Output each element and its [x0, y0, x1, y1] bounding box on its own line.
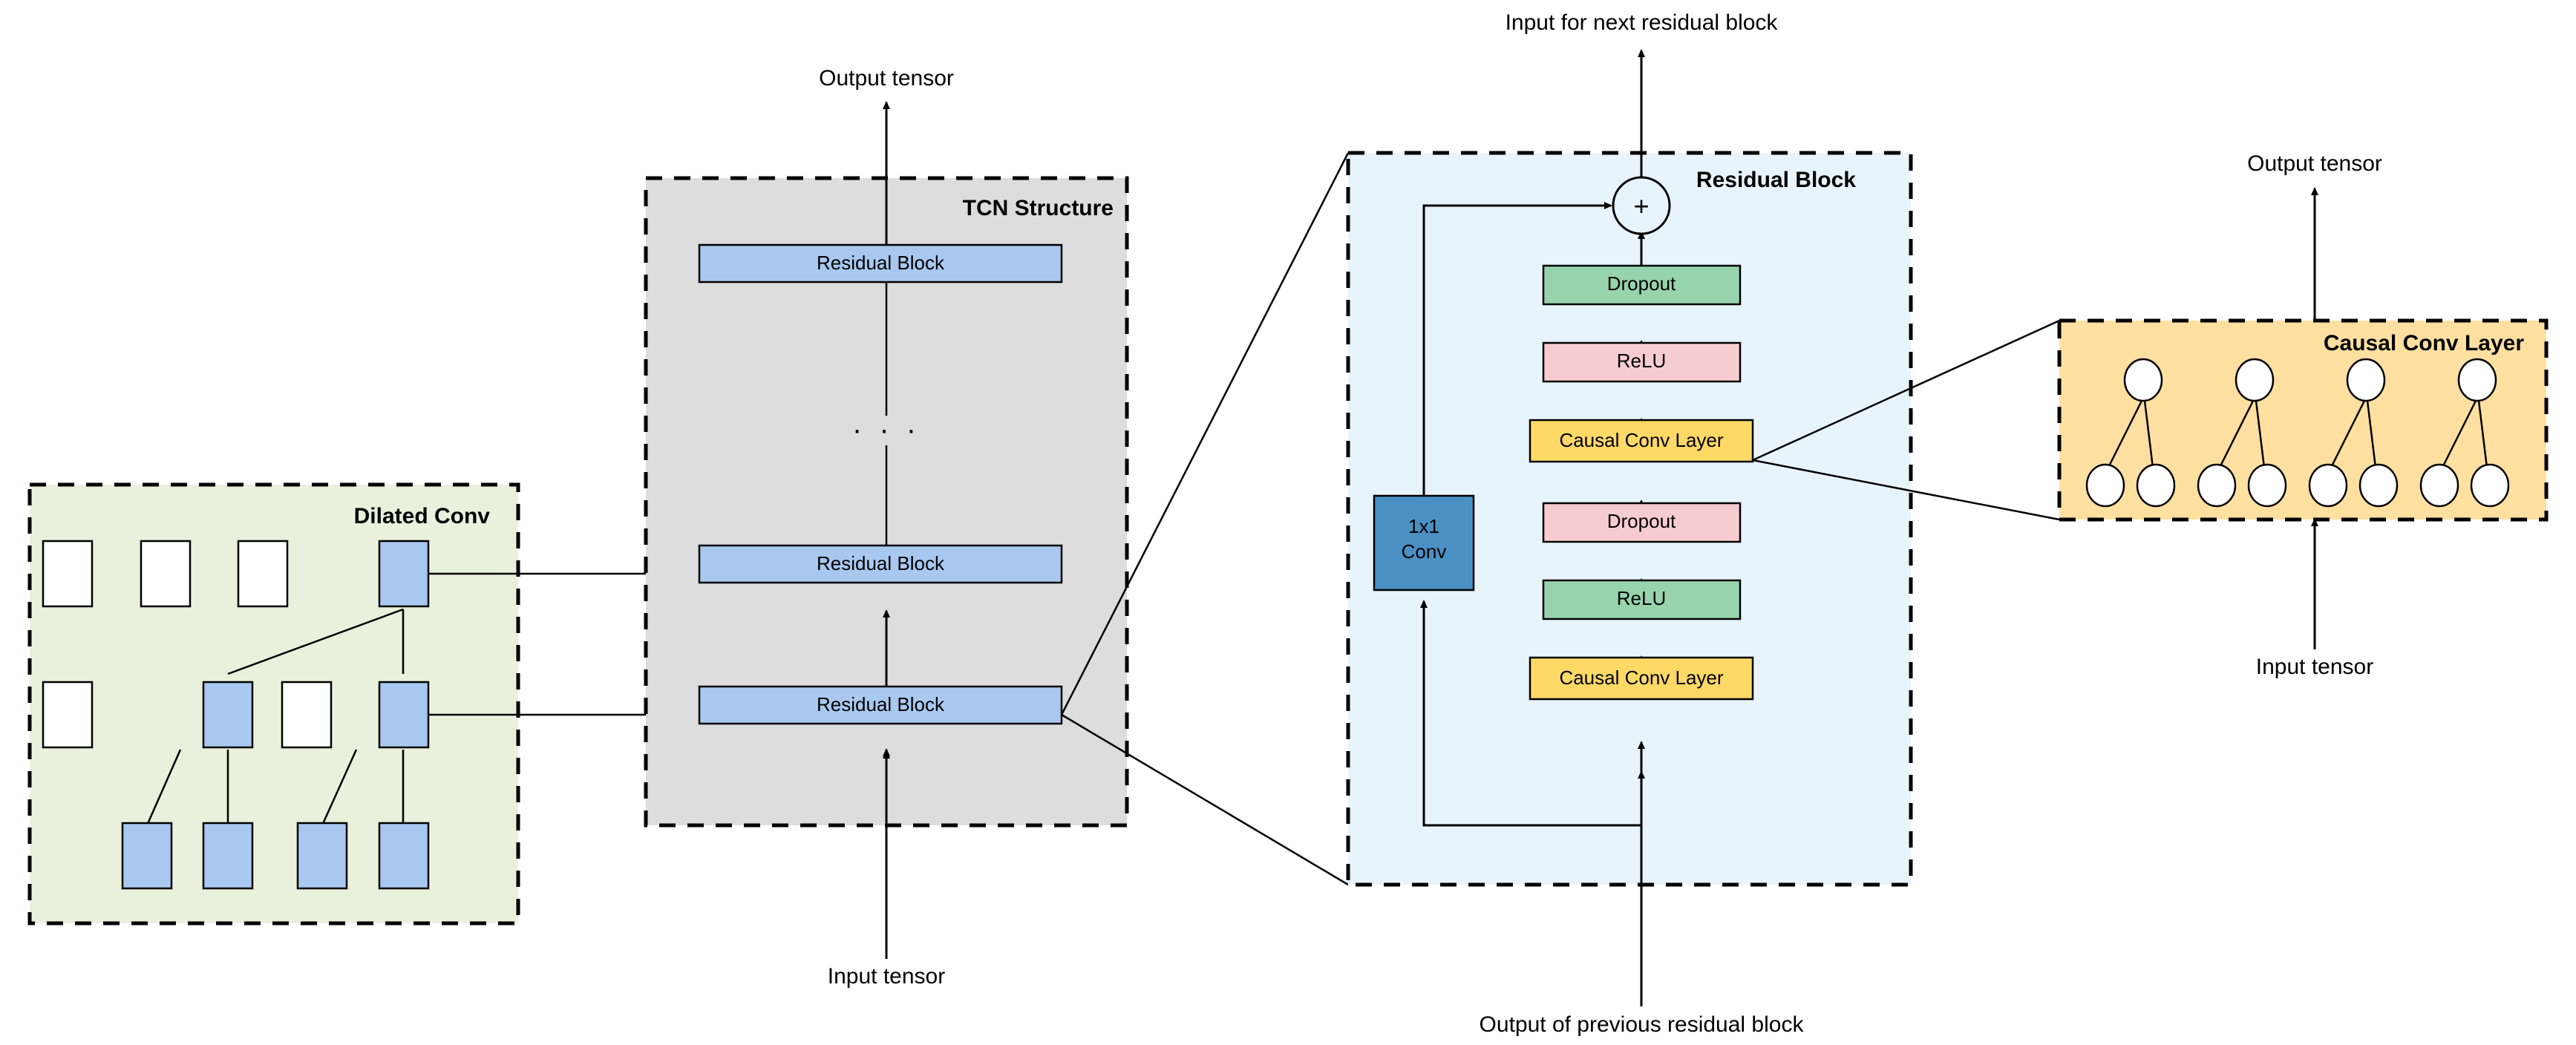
causal-bottom-node-0 — [2085, 463, 2125, 508]
dilated-edge-r1c1-r0c3 — [227, 608, 404, 675]
one-by-one-conv-label-line1: 1x1 — [1408, 515, 1439, 537]
leader-tcn-to-residual-top — [1060, 152, 1350, 715]
causal-conv-layer-lower-block[interactable]: Causal Conv Layer — [1529, 656, 1754, 701]
dropout-upper-block[interactable]: Dropout — [1542, 264, 1742, 306]
residual-bottom-label: Output of previous residual block — [1480, 1012, 1805, 1037]
relu-lower-label: ReLU — [1617, 587, 1666, 609]
causal-input-label: Input tensor — [2256, 655, 2373, 679]
one-by-one-conv-rect[interactable] — [1373, 494, 1475, 592]
tcn-residual-block-top[interactable]: Residual Block — [698, 243, 1063, 284]
causal-conv-layer-lower-label: Causal Conv Layer — [1559, 666, 1723, 689]
relu-lower-rect[interactable] — [1542, 579, 1742, 620]
causal-bottom-node-5 — [2358, 463, 2399, 508]
causal-conv-layer-panel: Causal Conv Layer Output tensor Input te… — [2057, 151, 2549, 679]
tcn-input-label: Input tensor — [828, 964, 945, 989]
dilated-cell-r2c3 — [378, 822, 430, 890]
causal-bottom-node-4 — [2308, 463, 2348, 508]
dilated-cell-r0c3 — [378, 540, 430, 608]
dilated-cell-r0c1 — [140, 540, 192, 608]
causal-top-node-3 — [2457, 358, 2497, 402]
dropout-upper-rect[interactable] — [1542, 264, 1742, 306]
causal-bottom-node-1 — [2136, 463, 2176, 508]
tcn-residual-block-middle-label: Residual Block — [817, 552, 945, 574]
residual-block-panel: Residual Block Input for next residual b… — [1346, 10, 1913, 1037]
dilated-cell-r1c0 — [42, 681, 94, 749]
leader-causal-to-panel-bottom — [1752, 459, 2060, 521]
dropout-lower-rect[interactable] — [1542, 502, 1742, 543]
causal-conv-layer-upper-rect[interactable] — [1529, 419, 1754, 463]
dilated-cell-r0c2 — [237, 540, 289, 608]
causal-conv-layer-upper-label: Causal Conv Layer — [1559, 429, 1723, 451]
dilated-edge-r2c0-r1c1 — [146, 749, 182, 826]
tcn-output-label: Output tensor — [819, 66, 954, 91]
causal-bottom-node-2 — [2197, 463, 2237, 508]
causal-edge-t1-b3 — [2255, 400, 2266, 468]
causal-top-node-2 — [2346, 358, 2386, 402]
dilated-cell-r2c2 — [296, 822, 348, 890]
dilated-cell-r2c1 — [202, 822, 254, 890]
causal-conv-layer-lower-rect[interactable] — [1529, 656, 1754, 701]
tcn-residual-block-middle[interactable]: Residual Block — [698, 544, 1063, 584]
skip-connection-1x1conv-to-adder — [1422, 202, 1612, 496]
residual-panel-title: Residual Block — [1696, 168, 1856, 192]
causal-panel-title: Causal Conv Layer — [2324, 331, 2524, 356]
skip-connection-input-to-1x1conv — [1420, 600, 1641, 827]
dilated-cell-r1c3 — [378, 681, 430, 749]
causal-top-node-1 — [2235, 358, 2275, 402]
causal-output-label: Output tensor — [2247, 151, 2382, 176]
tcn-residual-block-middle-rect[interactable] — [698, 544, 1063, 584]
dilated-cell-r1c1 — [202, 681, 254, 749]
tcn-residual-block-bottom-label: Residual Block — [817, 693, 945, 715]
dilated-cell-r2c0 — [121, 822, 173, 890]
residual-adder: + — [1612, 176, 1671, 235]
causal-edge-t2-b4 — [2330, 400, 2366, 468]
causal-top-node-0 — [2123, 358, 2163, 402]
tcn-ellipsis: · · · — [852, 413, 921, 446]
relu-lower-block[interactable]: ReLU — [1542, 579, 1742, 620]
dropout-lower-block[interactable]: Dropout — [1542, 502, 1742, 543]
causal-bottom-node-6 — [2419, 463, 2459, 508]
relu-upper-rect[interactable] — [1542, 341, 1742, 383]
tcn-panel-title: TCN Structure — [963, 196, 1114, 220]
one-by-one-conv-block[interactable]: 1x1 Conv — [1373, 494, 1475, 592]
dropout-lower-label: Dropout — [1607, 510, 1676, 532]
tcn-residual-block-bottom-rect[interactable] — [698, 685, 1063, 725]
tcn-to-residual-leaders — [1060, 152, 1350, 886]
adder-plus-symbol: + — [1633, 191, 1649, 221]
causal-bottom-node-7 — [2470, 463, 2510, 508]
residual-top-label: Input for next residual block — [1506, 10, 1779, 35]
dropout-upper-label: Dropout — [1607, 272, 1676, 295]
residual-to-causal-leaders — [1752, 319, 2060, 521]
leader-tcn-to-residual-bottom — [1061, 713, 1349, 886]
one-by-one-conv-label-line2: Conv — [1402, 540, 1447, 563]
causal-conv-layer-upper-block[interactable]: Causal Conv Layer — [1529, 419, 1754, 463]
dilated-edge-r2c2-r1c3 — [321, 749, 358, 826]
tcn-structure-panel: TCN Structure Output tensor Input tensor… — [644, 66, 1129, 989]
tcn-residual-block-top-rect[interactable] — [698, 243, 1063, 284]
causal-conv-edges — [2107, 400, 2488, 468]
causal-edge-t3-b6 — [2441, 400, 2477, 468]
relu-upper-label: ReLU — [1617, 350, 1666, 372]
tcn-residual-block-top-label: Residual Block — [817, 252, 945, 274]
tcn-residual-block-bottom[interactable]: Residual Block — [698, 685, 1063, 725]
dilated-conv-edges — [146, 608, 405, 826]
causal-bottom-node-3 — [2247, 463, 2287, 508]
causal-edge-t2-b5 — [2366, 400, 2377, 468]
dilated-cell-r0c0 — [42, 540, 94, 608]
causal-edge-t1-b2 — [2218, 400, 2255, 468]
causal-edge-t3-b7 — [2477, 400, 2488, 468]
causal-edge-t0-b0 — [2107, 400, 2143, 468]
causal-edge-t0-b1 — [2143, 400, 2154, 468]
dilated-conv-panel: Dilated Conv — [27, 482, 520, 926]
dilated-cell-r1c2 — [281, 681, 333, 749]
adder-circle — [1612, 176, 1671, 235]
dilated-conv-panel-title: Dilated Conv — [354, 504, 491, 528]
relu-upper-block[interactable]: ReLU — [1542, 341, 1742, 383]
leader-causal-to-panel-top — [1752, 319, 2060, 462]
